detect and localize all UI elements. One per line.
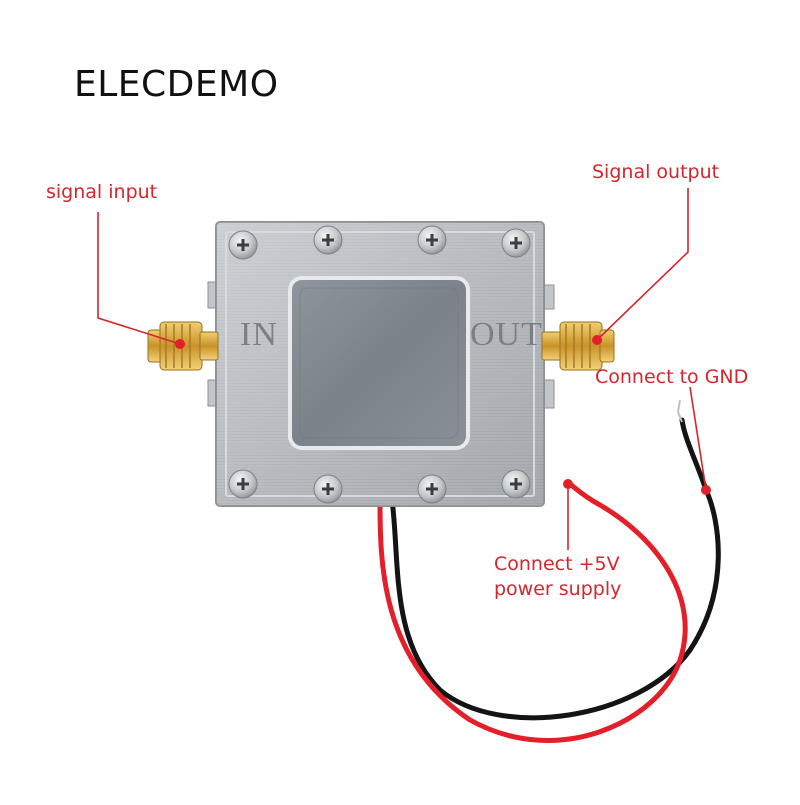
sma-output-connector	[541, 321, 615, 371]
screws	[228, 225, 531, 504]
ground-wire-tip	[676, 399, 683, 423]
callout-connect-power-line2: power supply	[494, 578, 622, 600]
dot-connect-power	[563, 479, 573, 489]
red-wire	[377, 481, 688, 743]
brand-title: ELECDEMO	[74, 64, 279, 105]
callout-connect-power-line1: Connect +5V	[494, 553, 620, 575]
screw-icon	[501, 228, 531, 258]
leader-signal-input	[97, 212, 181, 345]
callout-connect-gnd: Connect to GND	[595, 366, 749, 388]
in-port-mark: IN	[240, 316, 278, 353]
screw-icon	[501, 469, 531, 499]
leader-connect-gnd	[689, 386, 707, 491]
callout-connect-power: Connect +5V power supply	[494, 552, 621, 602]
screw-icon	[417, 474, 447, 504]
callout-dots	[175, 335, 711, 495]
screw-icon	[228, 230, 258, 260]
shield-plate	[288, 276, 470, 450]
dot-connect-gnd	[701, 485, 711, 495]
screw-icon	[228, 469, 258, 499]
dot-signal-input	[175, 339, 185, 349]
callout-leaders	[97, 188, 707, 550]
enclosure-inner-bevel	[225, 231, 535, 497]
callout-signal-output: Signal output	[592, 161, 720, 183]
screw-icon	[417, 225, 447, 255]
dot-signal-output	[592, 335, 602, 345]
screw-icon	[313, 474, 343, 504]
out-port-mark: OUT	[470, 316, 543, 353]
screw-icon	[313, 225, 343, 255]
leader-signal-output	[596, 188, 689, 341]
callout-signal-input: signal input	[46, 181, 158, 203]
